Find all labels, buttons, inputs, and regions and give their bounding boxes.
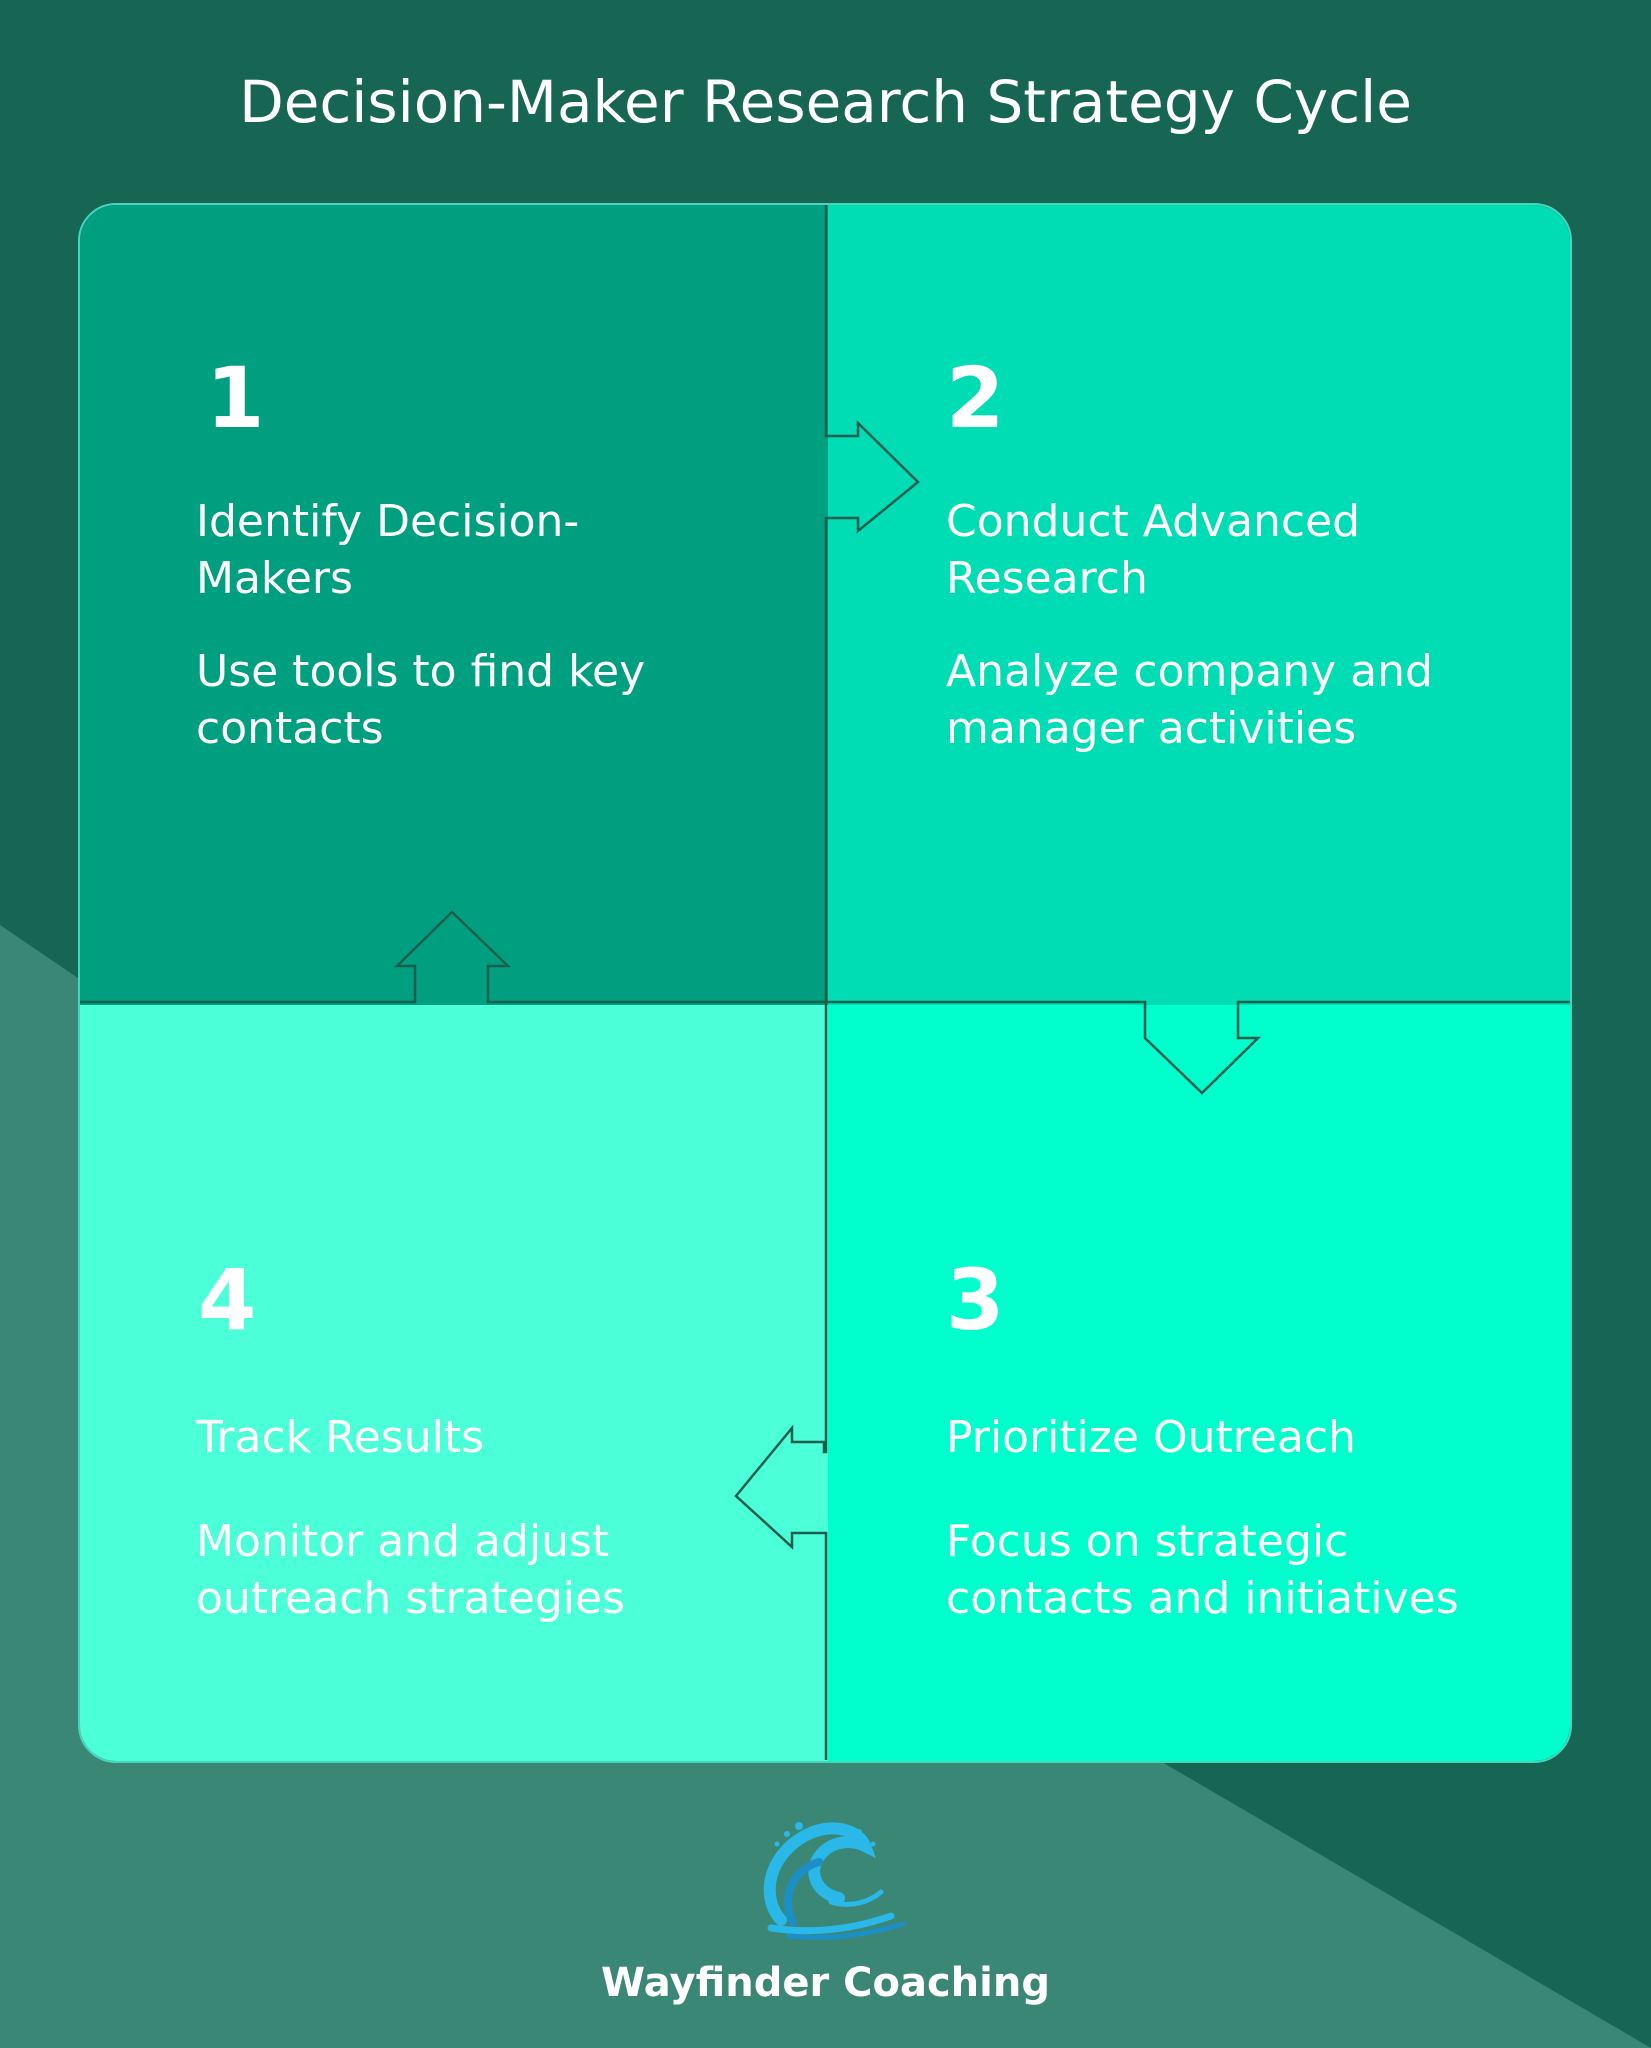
brand-footer: Wayfinder Coaching (0, 1810, 1651, 2008)
step-1-panel: 1 Identify Decision-Makers Use tools to … (80, 205, 828, 1005)
step-2-number: 2 (946, 349, 1005, 447)
step-3-title: Prioritize Outreach (946, 1412, 1356, 1463)
step-1-description: Use tools to find key contacts (196, 646, 646, 754)
step-3-panel: 3 Prioritize Outreach Focus on strategic… (828, 1005, 1570, 1761)
step-4-panel: 4 Track Results Monitor and adjust outre… (80, 1005, 828, 1761)
brand-name: Wayfinder Coaching (601, 1960, 1050, 2006)
cycle-diagram: 1 Identify Decision-Makers Use tools to … (78, 203, 1572, 1763)
step-3-number: 3 (946, 1251, 1005, 1349)
step-2-title: Conduct Advanced Research (946, 496, 1361, 604)
step-1-title: Identify Decision-Makers (196, 496, 580, 604)
step-2-panel: 2 Conduct Advanced Research Analyze comp… (828, 205, 1570, 1005)
wave-logo-icon (763, 1822, 905, 1940)
step-1-number: 1 (206, 349, 265, 447)
step-4-description: Monitor and adjust outreach strategies (196, 1516, 625, 1624)
step-3-description: Focus on strategic contacts and initiati… (946, 1516, 1459, 1624)
step-2-description: Analyze company and manager activities (946, 646, 1433, 754)
step-4-number: 4 (198, 1251, 257, 1349)
step-4-title: Track Results (196, 1412, 484, 1463)
diagram-title: Decision-Maker Research Strategy Cycle (239, 68, 1412, 136)
